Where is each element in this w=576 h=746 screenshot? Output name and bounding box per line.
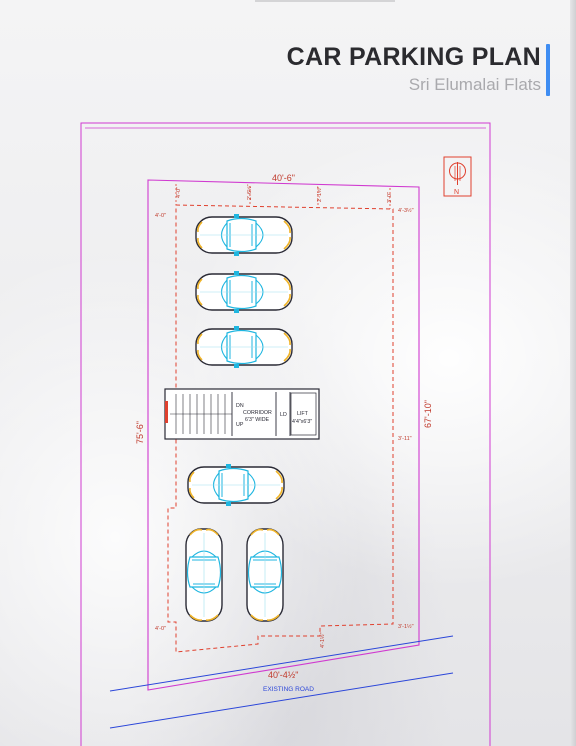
road-label: EXISTING ROAD	[263, 686, 314, 693]
setback-line	[167, 204, 394, 653]
sheet-border	[80, 122, 491, 746]
page-subtitle: Sri Elumalai Flats	[408, 75, 541, 94]
dim-left: 75'-6"	[135, 421, 145, 444]
title-accent-bar	[546, 44, 550, 96]
dn-label: DN	[236, 403, 244, 409]
car-2	[195, 270, 293, 314]
setback-right-mid: 3'-11"	[398, 436, 412, 442]
dim-front: 40'-6"	[272, 173, 295, 183]
setback-top-a: 4'-0"	[176, 187, 182, 198]
page-edge	[570, 0, 576, 746]
car-4	[187, 463, 285, 507]
car-1	[195, 213, 293, 257]
setback-top-d: 3'-0"	[387, 192, 393, 203]
car-6	[246, 528, 284, 622]
road-edge-lower	[109, 672, 454, 729]
car-5	[185, 528, 223, 622]
lift-size: 4'4"x6'3"	[292, 419, 312, 425]
dim-rear: 40'-4½"	[268, 670, 298, 680]
top-strip	[255, 0, 395, 2]
site-boundary	[147, 179, 420, 691]
corridor-width: 6'3" WIDE	[245, 417, 270, 423]
setback-left-top: 4'-0"	[155, 213, 166, 219]
car-3	[195, 325, 293, 369]
dim-right: 67'-10"	[423, 400, 433, 428]
setback-bottom-left: 4'-0"	[155, 626, 166, 632]
setback-right-top: 4'-3½"	[398, 207, 414, 214]
setback-top-b: 2'-6½"	[246, 184, 253, 200]
page-title: CAR PARKING PLAN	[286, 43, 541, 71]
setback-bottom-mid: 4'-1½"	[319, 632, 326, 648]
setback-bottom-right: 3'-1½"	[398, 623, 414, 630]
up-label: UP	[236, 422, 244, 428]
road-edge-upper	[109, 635, 454, 692]
stair-lift-core: DN UP CORRIDOR 6'3" WIDE LD LIFT 4'4"x6'…	[164, 388, 320, 440]
ld-label: LD	[280, 412, 287, 418]
corridor-label: CORRIDOR	[243, 410, 272, 416]
north-arrow-icon: N	[443, 156, 472, 197]
north-label: N	[454, 189, 459, 196]
setback-top-c: 2'-1½"	[316, 186, 323, 202]
lift-label: LIFT	[297, 411, 309, 417]
